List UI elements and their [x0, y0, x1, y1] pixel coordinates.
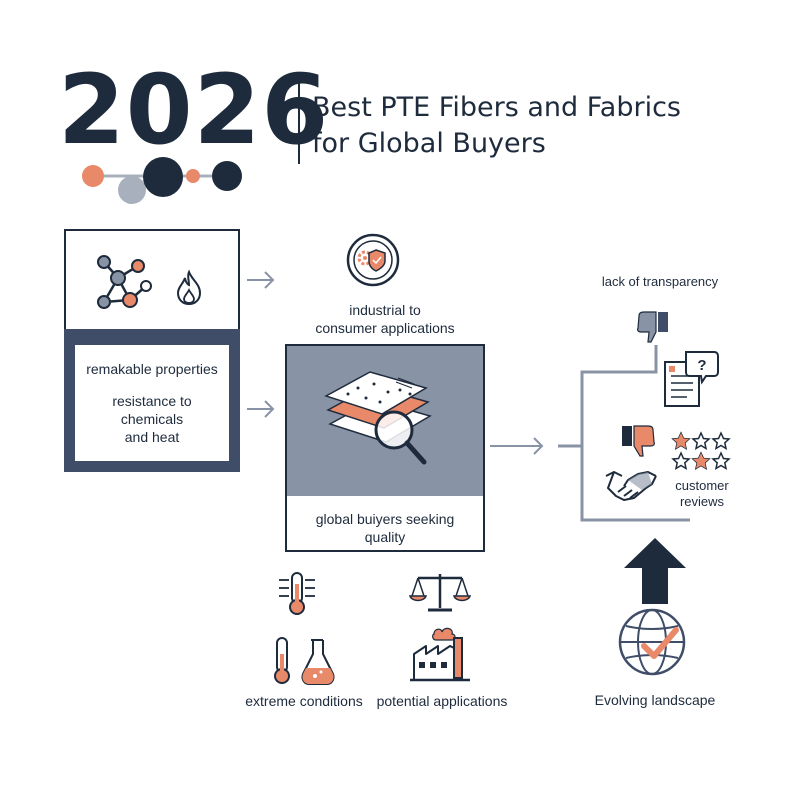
industrial-label: industrial to consumer applications — [315, 302, 455, 336]
properties-box-inner — [74, 344, 230, 462]
rating-stars-icon — [671, 431, 731, 471]
evolving-label: Evolving landscape — [594, 692, 716, 708]
molecule-icon — [97, 255, 152, 309]
up-arrow-icon — [624, 538, 686, 604]
fabric-inspection-icon — [324, 371, 432, 465]
potential-applications-label: potential applications — [376, 693, 508, 709]
flame-icon — [176, 269, 202, 306]
page-title: Best PTE Fibers and Fabrics for Global B… — [312, 90, 681, 162]
factory-icon — [410, 627, 470, 682]
thermometer-icon — [279, 572, 315, 615]
title-divider — [298, 72, 300, 164]
properties-label: remakable properties — [86, 361, 218, 377]
arrow-to-right-panel — [490, 437, 544, 455]
arrow-right-middle — [247, 400, 275, 418]
gear-shield-icon — [346, 233, 400, 287]
document-question-icon: ? — [664, 351, 719, 407]
customer-reviews-label: customer reviews — [675, 478, 729, 509]
thumbs-down-icon — [637, 311, 668, 343]
title-line-1: Best PTE Fibers and Fabrics — [312, 92, 681, 123]
thermometer-flask-icon — [274, 637, 335, 685]
thumbs-down-orange-icon — [622, 425, 655, 457]
svg-text:?: ? — [697, 357, 706, 374]
handshake-icon — [605, 471, 657, 501]
year-heading: 2026 — [58, 54, 330, 166]
transparency-label: lack of transparency — [601, 274, 719, 289]
globe-check-icon — [618, 608, 686, 676]
balance-scale-icon — [408, 574, 472, 612]
title-line-2: for Global Buyers — [312, 128, 546, 159]
arrow-right-top — [247, 271, 275, 289]
resistance-label: resistance to chemicals and heat — [112, 393, 192, 445]
quality-label: global buiyers seeking quality — [315, 511, 455, 545]
extreme-conditions-label: extreme conditions — [245, 693, 363, 709]
